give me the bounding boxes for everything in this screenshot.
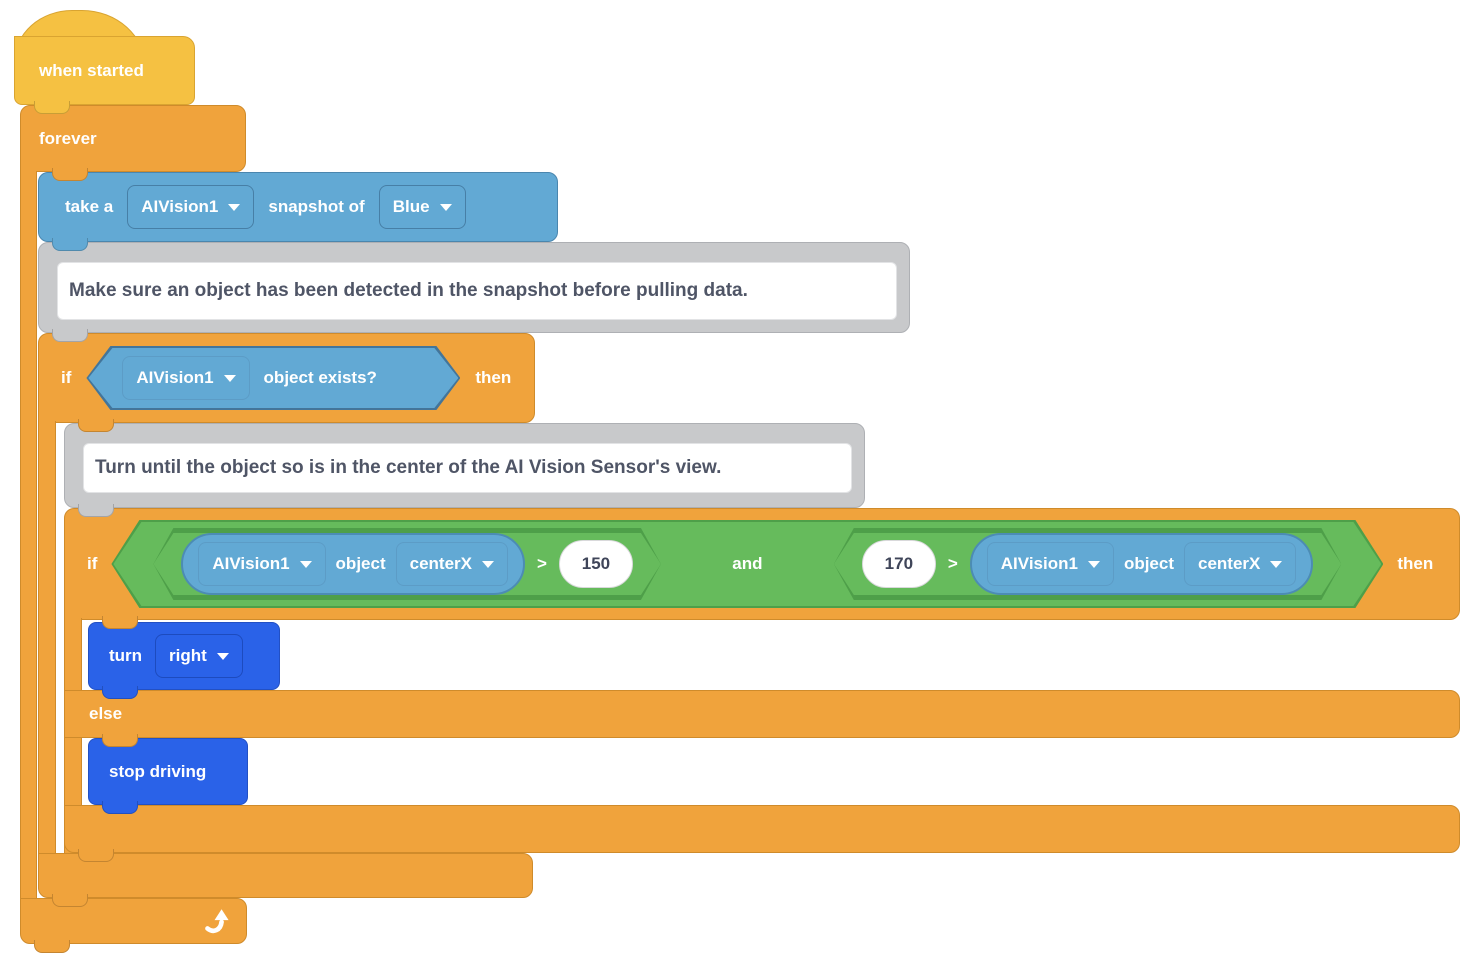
property-value: centerX <box>409 554 472 573</box>
dropdown-arrow-icon <box>224 375 236 382</box>
property-value: centerX <box>1198 554 1261 573</box>
forever-left-arm <box>20 171 37 899</box>
take-a-label: take a <box>65 197 114 216</box>
connector-tab <box>78 419 114 432</box>
dropdown-arrow-icon <box>482 561 494 568</box>
greater-than-boolean-left[interactable]: AIVision1 object centerX > 150 <box>153 528 661 600</box>
outer-if-left-arm <box>38 421 56 854</box>
vision-device-value: AIVision1 <box>1000 554 1078 573</box>
number-value: 170 <box>884 554 914 573</box>
property-dropdown[interactable]: centerX <box>396 542 508 586</box>
object-exists-boolean-fill: AIVision1 object exists? <box>88 348 458 408</box>
greater-than-symbol: > <box>536 554 547 573</box>
vision-device-dropdown[interactable]: AIVision1 <box>987 542 1114 586</box>
object-exists-boolean[interactable]: AIVision1 object exists? <box>86 346 460 410</box>
connector-tab <box>78 849 114 862</box>
then-label: then <box>1397 554 1434 573</box>
vision-device-dropdown[interactable]: AIVision1 <box>127 185 255 229</box>
object-label: object <box>1123 554 1174 573</box>
forever-label: forever <box>39 128 97 148</box>
connector-tab <box>102 616 138 629</box>
and-operator-fill: AIVision1 object centerX > 150 <box>113 522 1381 606</box>
number-input-150[interactable]: 150 <box>559 540 633 588</box>
vision-device-dropdown[interactable]: AIVision1 <box>198 542 325 586</box>
turn-direction-value: right <box>169 646 207 665</box>
connector-tab <box>52 168 88 181</box>
forever-block[interactable]: forever <box>20 105 246 172</box>
if-label: if <box>87 554 98 573</box>
and-operator-boolean[interactable]: AIVision1 object centerX > 150 <box>111 520 1383 608</box>
dropdown-arrow-icon <box>1270 561 1282 568</box>
outer-if-bottom-arm <box>38 853 533 898</box>
greater-than-left-fill: AIVision1 object centerX > 150 <box>153 533 661 595</box>
snapshot-color-dropdown[interactable]: Blue <box>378 185 466 229</box>
dropdown-arrow-icon <box>216 652 229 660</box>
vision-object-centerx-reporter[interactable]: AIVision1 object centerX <box>181 533 525 595</box>
turn-label: turn <box>109 646 143 665</box>
connector-tab <box>102 686 138 699</box>
number-value: 150 <box>581 554 611 573</box>
comment-turn-text-box: Turn until the object so is in the cente… <box>83 443 852 493</box>
then-label: then <box>475 368 512 387</box>
dropdown-arrow-icon <box>1088 561 1100 568</box>
snapshot-color-value: Blue <box>392 197 430 216</box>
comment-detect-text-box: Make sure an object has been detected in… <box>57 262 897 320</box>
connector-tab <box>52 238 88 251</box>
comment-turn-text: Turn until the object so is in the cente… <box>95 457 722 478</box>
dropdown-arrow-icon <box>439 203 452 211</box>
dropdown-arrow-icon <box>300 561 312 568</box>
else-arm: else <box>64 690 1460 738</box>
property-dropdown[interactable]: centerX <box>1184 542 1296 586</box>
turn-direction-dropdown[interactable]: right <box>155 634 243 678</box>
greater-than-boolean-right[interactable]: 170 > AIVision1 object centerX <box>834 528 1342 600</box>
connector-tab <box>34 940 70 953</box>
object-exists-label: object exists? <box>263 368 377 387</box>
vision-device-dropdown[interactable]: AIVision1 <box>122 356 249 400</box>
when-started-block[interactable]: when started <box>14 36 195 105</box>
if-object-exists-block[interactable]: if AIVision1 object exists? then <box>38 333 535 423</box>
if-label: if <box>61 368 72 387</box>
loop-arrow-icon <box>205 909 229 934</box>
dropdown-arrow-icon <box>228 203 241 211</box>
connector-tab <box>102 801 138 814</box>
turn-block[interactable]: turn right <box>88 622 280 690</box>
snapshot-of-label: snapshot of <box>268 197 365 216</box>
greater-than-right-fill: 170 > AIVision1 object centerX <box>834 533 1342 595</box>
if-centered-block[interactable]: if AIVision1 object centerX <box>64 508 1460 620</box>
connector-tab <box>102 734 138 747</box>
when-started-label: when started <box>39 60 144 80</box>
inner-if-bottom-arm <box>64 805 1460 853</box>
connector-tab <box>78 504 114 517</box>
vision-device-value: AIVision1 <box>141 197 219 216</box>
vision-object-centerx-reporter[interactable]: AIVision1 object centerX <box>970 533 1314 595</box>
take-snapshot-block[interactable]: take a AIVision1 snapshot of Blue <box>38 172 558 242</box>
greater-than-symbol: > <box>947 554 958 573</box>
vision-device-value: AIVision1 <box>136 368 214 387</box>
connector-tab <box>52 894 88 907</box>
object-label: object <box>335 554 386 573</box>
vision-device-value: AIVision1 <box>212 554 290 573</box>
else-label: else <box>89 704 123 723</box>
connector-tab <box>52 329 88 342</box>
comment-detect-text: Make sure an object has been detected in… <box>69 280 748 301</box>
stop-driving-block[interactable]: stop driving <box>88 738 248 805</box>
stop-driving-label: stop driving <box>109 761 207 781</box>
number-input-170[interactable]: 170 <box>862 540 936 588</box>
and-label: and <box>732 554 763 573</box>
connector-tab <box>34 101 70 114</box>
